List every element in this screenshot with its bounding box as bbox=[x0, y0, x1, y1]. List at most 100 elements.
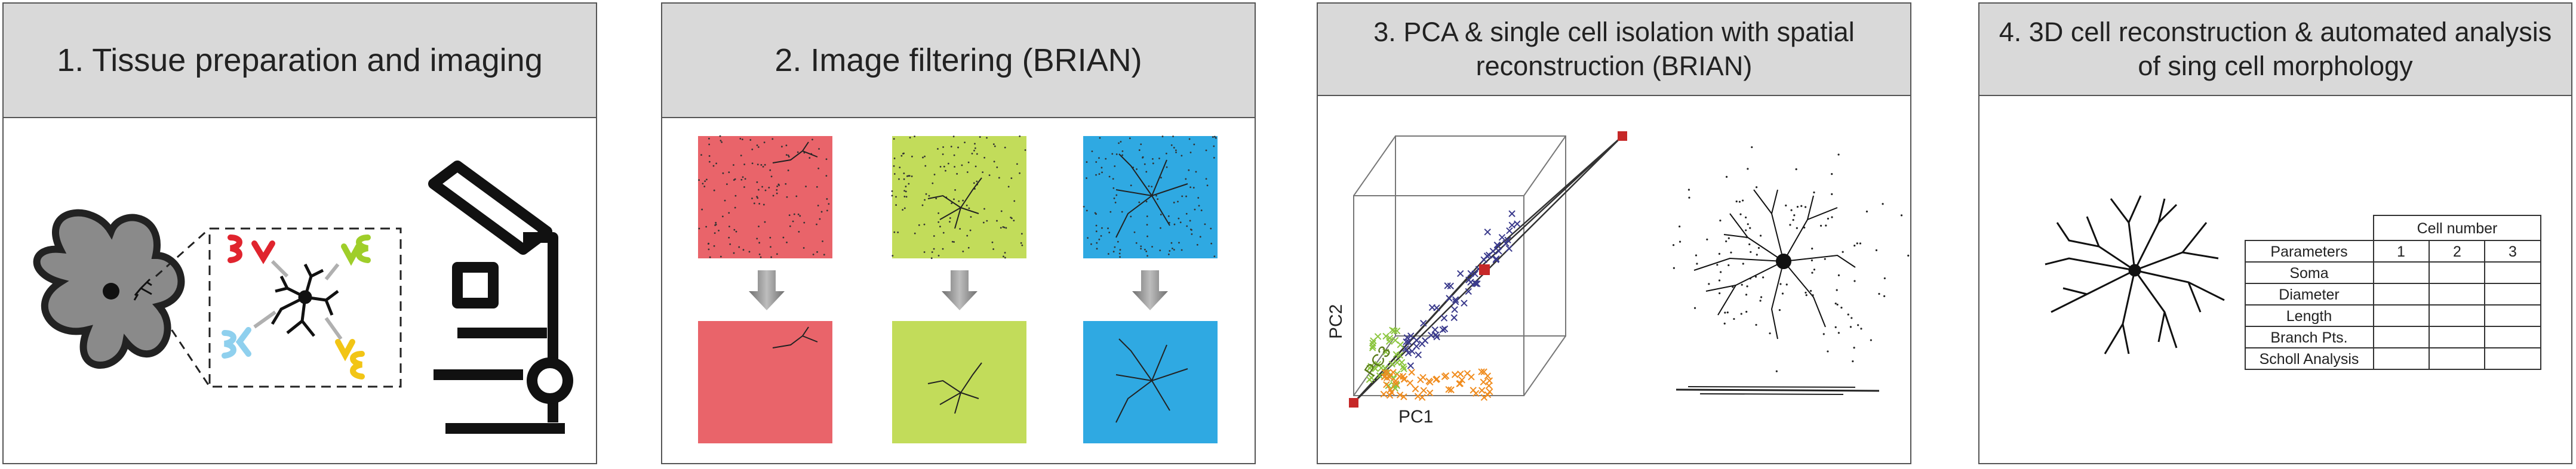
noise-dot bbox=[799, 215, 801, 217]
noise-dot bbox=[1181, 195, 1184, 198]
speckle-dot bbox=[1785, 283, 1788, 286]
cluster-point bbox=[1471, 270, 1478, 277]
noise-dot bbox=[743, 163, 746, 165]
noise-dot bbox=[756, 181, 758, 183]
noise-dot bbox=[966, 234, 969, 237]
cluster-point bbox=[1387, 386, 1394, 393]
noise-dot bbox=[905, 186, 907, 187]
noise-dot bbox=[908, 175, 911, 177]
cluster-point bbox=[1404, 338, 1412, 345]
speckle-dot bbox=[1708, 283, 1710, 285]
noise-dot bbox=[818, 148, 820, 150]
speckle-dot bbox=[1740, 313, 1742, 315]
noise-dot bbox=[698, 179, 700, 181]
panel-title: 4. 3D cell reconstruction & automated an… bbox=[1979, 4, 2571, 96]
panel-body bbox=[4, 118, 596, 463]
speckle-dot bbox=[1747, 223, 1749, 226]
antibody-red bbox=[228, 234, 275, 264]
table-row-label: Scholl Analysis bbox=[2260, 351, 2359, 368]
speckle-dot bbox=[1679, 240, 1682, 243]
table-col-3: 3 bbox=[2509, 243, 2517, 260]
noise-dot bbox=[817, 167, 820, 169]
noise-dot bbox=[937, 212, 940, 214]
speckle-dot bbox=[1842, 251, 1844, 253]
cluster-point bbox=[1428, 304, 1436, 311]
cluster-point bbox=[1508, 221, 1516, 229]
speckle-dot bbox=[1716, 264, 1719, 266]
noise-dot bbox=[743, 186, 745, 188]
speckle-dot bbox=[1811, 248, 1813, 250]
noise-dot bbox=[1130, 215, 1132, 218]
noise-dot bbox=[1173, 223, 1176, 226]
speckle-dot bbox=[1779, 283, 1782, 285]
speckle-dot bbox=[1852, 360, 1854, 363]
cluster-point bbox=[1492, 256, 1499, 263]
noise-dot bbox=[1178, 217, 1180, 220]
noise-dot bbox=[956, 172, 958, 175]
noise-dot bbox=[937, 148, 939, 150]
noise-dot bbox=[792, 220, 794, 223]
noise-dot bbox=[893, 138, 895, 140]
noise-dot bbox=[931, 251, 933, 253]
cluster-point bbox=[1473, 390, 1480, 397]
noise-dot bbox=[728, 212, 730, 214]
speckle-dot bbox=[1850, 317, 1853, 319]
corner-marker bbox=[1349, 398, 1358, 408]
noise-dot bbox=[1083, 205, 1085, 208]
noise-dot bbox=[1173, 249, 1175, 251]
cluster-point bbox=[1457, 270, 1464, 277]
noise-dot bbox=[708, 161, 711, 163]
noise-dot bbox=[1213, 157, 1215, 159]
speckle-dot bbox=[1751, 146, 1753, 149]
noise-dot bbox=[782, 236, 785, 239]
noise-dot bbox=[983, 156, 986, 159]
speckle-dot bbox=[1679, 225, 1681, 228]
noise-dot bbox=[1199, 236, 1201, 238]
noise-dot bbox=[703, 186, 706, 187]
cluster-point bbox=[1431, 326, 1438, 334]
cluster-point bbox=[1391, 337, 1399, 344]
noise-dot bbox=[817, 205, 819, 206]
speckle-dot bbox=[1745, 229, 1747, 232]
cluster-point bbox=[1414, 393, 1422, 400]
noise-dot bbox=[733, 229, 736, 231]
noise-dot bbox=[942, 232, 945, 234]
noise-dot bbox=[1138, 201, 1141, 203]
noise-dot bbox=[770, 175, 773, 178]
speckle-dot bbox=[1724, 311, 1726, 314]
noise-dot bbox=[757, 197, 759, 199]
speckle-dot bbox=[1827, 217, 1830, 220]
speckle-dot bbox=[1725, 175, 1728, 178]
noise-dot bbox=[949, 221, 951, 223]
noise-dot bbox=[937, 254, 940, 257]
noise-dot bbox=[954, 166, 956, 168]
noise-dot bbox=[1095, 230, 1098, 233]
image-noise bbox=[698, 135, 1217, 260]
noise-dot bbox=[979, 136, 981, 138]
speckle-dot bbox=[1837, 153, 1840, 156]
noise-dot bbox=[973, 150, 975, 152]
speckle-dot bbox=[1706, 238, 1708, 240]
cluster-point bbox=[1486, 377, 1493, 384]
noise-dot bbox=[740, 178, 743, 181]
speckle-dot bbox=[1755, 323, 1757, 326]
noise-dot bbox=[1181, 249, 1183, 251]
noise-dot bbox=[1004, 257, 1006, 259]
noise-dot bbox=[1152, 158, 1154, 160]
noise-dot bbox=[1146, 255, 1148, 257]
speckle-dot bbox=[1792, 219, 1794, 221]
speckle-dot bbox=[1749, 277, 1751, 280]
noise-dot bbox=[1021, 244, 1023, 246]
noise-dot bbox=[1145, 250, 1148, 252]
noise-dot bbox=[713, 189, 715, 192]
noise-dot bbox=[1212, 136, 1214, 138]
noise-dot bbox=[757, 146, 760, 148]
noise-dot bbox=[785, 144, 788, 147]
noise-dot bbox=[961, 164, 963, 166]
noise-dot bbox=[735, 230, 737, 233]
antibody-yellow bbox=[335, 339, 365, 379]
noise-dot bbox=[892, 255, 894, 257]
noise-dot bbox=[903, 172, 905, 174]
speckle-dot bbox=[1719, 292, 1721, 295]
cluster-point bbox=[1392, 380, 1400, 387]
